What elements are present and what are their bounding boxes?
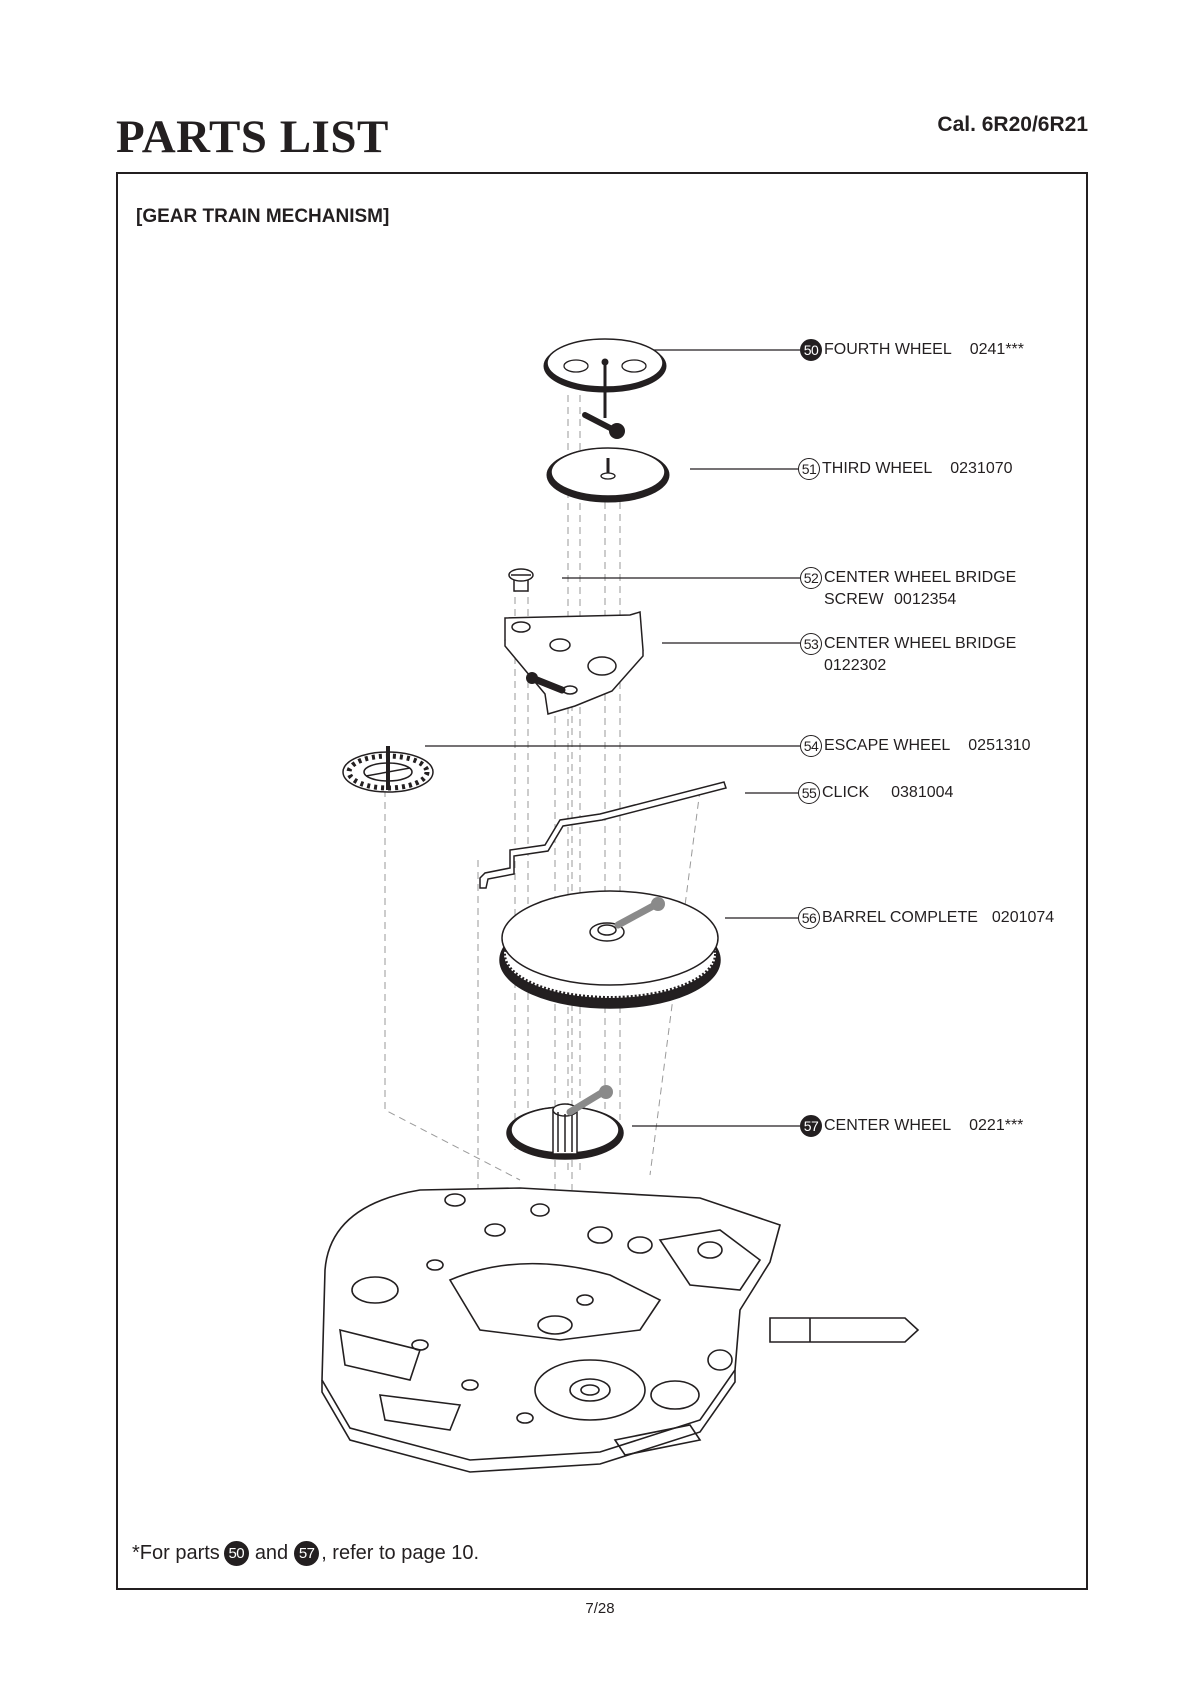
part-code: 0221*** — [969, 1117, 1024, 1134]
part-name: CLICK — [822, 784, 870, 801]
part-number-badge: 51 — [798, 458, 820, 480]
part-number-badge: 54 — [800, 735, 822, 757]
part-name: CENTER WHEEL — [824, 1117, 952, 1134]
third-wheel-drawing — [546, 447, 670, 503]
page-number: 7/28 — [585, 1600, 615, 1617]
caliber-label: Cal. 6R20/6R21 — [937, 113, 1088, 136]
footnote-prefix: *For parts — [132, 1542, 220, 1564]
part-number-badge: 57 — [800, 1115, 822, 1137]
part-label-53: 53 CENTER WHEEL BRIDGE 0122302 — [800, 633, 1016, 677]
part-code: 0201074 — [991, 909, 1055, 926]
part-label-52: 52 CENTER WHEEL BRIDGE SCREW 0012354 — [800, 567, 1016, 611]
footnote-part-badge: 50 — [223, 1541, 249, 1566]
main-plate-drawing — [321, 1187, 920, 1473]
part-name: CENTER WHEEL BRIDGE — [824, 635, 1017, 652]
click-drawing — [479, 781, 727, 889]
part-code: 0381004 — [891, 784, 954, 801]
part-number-badge: 50 — [800, 339, 822, 361]
part-code: 0122302 — [824, 657, 887, 674]
part-label-57: 57 CENTER WHEEL 0221*** — [800, 1115, 1023, 1137]
part-name: ESCAPE WHEEL — [824, 737, 951, 754]
part-number-badge: 53 — [800, 633, 822, 655]
part-name: BARREL COMPLETE — [822, 909, 978, 926]
bridge-screw-drawing — [508, 568, 534, 592]
center-wheel-drawing — [506, 1085, 624, 1160]
page-title: PARTS LIST — [116, 111, 389, 163]
footnote-suffix: , refer to page 10. — [321, 1542, 480, 1564]
part-code: 0241*** — [969, 341, 1024, 358]
part-number-badge: 55 — [798, 782, 820, 804]
part-label-54: 54 ESCAPE WHEEL 0251310 — [800, 735, 1031, 757]
section-title: [GEAR TRAIN MECHANISM] — [136, 206, 390, 227]
part-name: CENTER WHEEL BRIDGE — [824, 569, 1017, 586]
part-name: FOURTH WHEEL — [824, 341, 952, 358]
footnote: *For parts 50 and 57 , refer to page 10. — [132, 1541, 479, 1566]
footnote-and: and — [254, 1542, 289, 1564]
part-label-56: 56 BARREL COMPLETE 0201074 — [798, 907, 1054, 929]
part-name: THIRD WHEEL — [822, 460, 933, 477]
part-code: 0012354 — [894, 591, 957, 608]
part-code: 0231070 — [950, 460, 1013, 477]
fourth-wheel-drawing — [543, 338, 667, 439]
footnote-part-badge: 57 — [294, 1541, 320, 1566]
barrel-drawing — [499, 890, 721, 1009]
escape-wheel-drawing — [342, 746, 434, 793]
part-number-badge: 52 — [800, 567, 822, 589]
center-wheel-bridge-drawing — [504, 611, 644, 715]
part-name-continued: SCREW — [824, 591, 884, 608]
leader-lines — [425, 349, 800, 1127]
diagram-frame — [116, 172, 1088, 1590]
part-code: 0251310 — [968, 737, 1031, 754]
part-number-badge: 56 — [798, 907, 820, 929]
assembly-guide-lines — [384, 395, 701, 1190]
part-label-55: 55 CLICK 0381004 — [798, 782, 953, 804]
part-label-51: 51 THIRD WHEEL 0231070 — [798, 458, 1013, 480]
part-label-50: 50 FOURTH WHEEL 0241*** — [800, 339, 1024, 361]
